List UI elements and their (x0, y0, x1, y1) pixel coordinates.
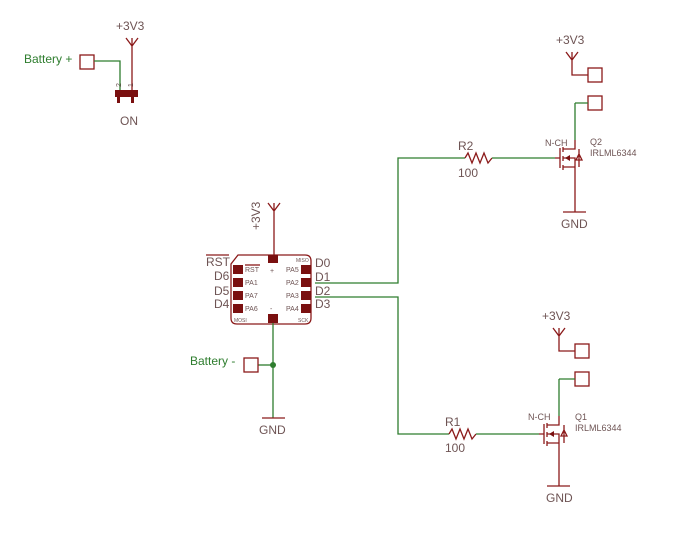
mcu-mosi-label: MOSI (234, 318, 247, 324)
q2-group: R2 100 +3V3 N-CH Q2 IRLML6344 GND (458, 33, 637, 231)
q1-group: R1 100 +3V3 N-CH Q1 IRLML6344 GND (445, 309, 622, 505)
power-switch-group: +3V3 Battery + 2 1 ON (24, 19, 145, 128)
mcu-sck-label: SCK (298, 318, 309, 324)
q1-name: Q1 (575, 412, 587, 422)
r2-resistor-icon (464, 151, 493, 165)
mcu-gnd-pad (268, 314, 278, 323)
net-d4: D4 (214, 297, 230, 311)
q1-drain-wire (558, 378, 575, 416)
mcu-pin-pa2: PA2 (286, 280, 299, 287)
mcu-miso-label: MISO (296, 258, 309, 264)
switch-pin1-label: 1 (128, 83, 135, 87)
q2-drain-wire (574, 102, 588, 140)
net-d0: D0 (315, 256, 331, 270)
q2-arrow-icon (565, 155, 570, 161)
switch-body (115, 90, 138, 97)
supply-label-q1: +3V3 (542, 309, 571, 323)
q2-gnd-label: GND (561, 217, 588, 231)
supply-label-q2: +3V3 (556, 33, 585, 47)
q1-mosfet-icon (539, 416, 560, 452)
mcu-pin-pa7: PA7 (245, 293, 258, 300)
mcu-group: +3V3 + - RST PA1 PA7 PA6 PA5 PA2 PA3 PA4… (206, 201, 331, 325)
mcu-pad-r4 (301, 304, 311, 313)
supply-label-top-left: +3V3 (116, 19, 145, 33)
mcu-pad-r3 (301, 291, 311, 300)
net-rst: RST (206, 255, 231, 269)
q2-mosfet-icon (555, 140, 576, 176)
q1-supply-arrow-icon (552, 327, 575, 352)
q1-drain-pad[interactable] (574, 371, 590, 387)
r1-resistor-icon (448, 427, 477, 441)
net-d3: D3 (315, 297, 331, 311)
mcu-vcc-pad (268, 255, 278, 263)
q1-part: IRLML6344 (575, 423, 622, 433)
junction-dot (270, 362, 276, 368)
supply-label-mcu: +3V3 (249, 201, 263, 230)
battery-minus-pad[interactable] (243, 357, 259, 373)
supply-arrow-icon (125, 37, 139, 90)
battery-plus-label: Battery + (24, 52, 72, 66)
mcu-pad-r1 (301, 265, 311, 274)
r2-value: 100 (458, 166, 478, 180)
r2-name: R2 (458, 139, 474, 153)
mcu-gnd-label: GND (259, 423, 286, 437)
mcu-pin-pa4: PA4 (286, 306, 299, 313)
mcu-pad-l3 (233, 291, 243, 300)
mcu-plus-label: + (270, 268, 274, 275)
q2-supply-pad[interactable] (587, 67, 603, 83)
switch-pin-2 (117, 97, 120, 103)
q2-drain-pad[interactable] (587, 95, 603, 111)
mcu-pin-rst: RST (245, 267, 260, 274)
mcu-pad-l4 (233, 304, 243, 313)
mcu-pin-pa6: PA6 (245, 306, 258, 313)
q1-type: N-CH (528, 412, 551, 422)
battery-minus-label: Battery - (190, 354, 235, 368)
r1-value: 100 (445, 441, 465, 455)
mcu-pad-l2 (233, 278, 243, 287)
switch-pin2-label: 2 (116, 83, 123, 87)
mcu-minus-label: - (270, 306, 273, 313)
wire-d2-r1 (315, 296, 449, 435)
r1-name: R1 (445, 415, 461, 429)
mcu-pad-l1 (233, 265, 243, 274)
q1-diode-icon (559, 425, 569, 443)
q1-arrow-icon (549, 431, 554, 437)
q2-supply-arrow-icon (565, 51, 588, 76)
mcu-pin-pa3: PA3 (286, 293, 299, 300)
switch-state-label: ON (120, 114, 138, 128)
mcu-supply-arrow-icon (267, 202, 281, 255)
mcu-ground-group: Battery - GND (190, 323, 286, 437)
net-d1: D1 (315, 270, 331, 284)
switch-pin-1 (131, 97, 134, 103)
mcu-pad-r2 (301, 278, 311, 287)
net-d6: D6 (214, 269, 230, 283)
battery-plus-pad[interactable] (79, 54, 95, 70)
mcu-outline (230, 254, 312, 325)
q1-supply-pad[interactable] (574, 343, 590, 359)
wire-d1-r2 (315, 157, 465, 284)
net-d2: D2 (315, 284, 331, 298)
net-d5: D5 (214, 284, 230, 298)
q2-diode-icon (574, 149, 584, 167)
q1-gnd-label: GND (546, 491, 573, 505)
mcu-pin-pa1: PA1 (245, 280, 258, 287)
mcu-pin-pa5: PA5 (286, 267, 299, 274)
q2-part: IRLML6344 (590, 148, 637, 158)
battery-plus-wire (94, 60, 121, 90)
q2-type: N-CH (545, 138, 568, 148)
q2-name: Q2 (590, 137, 602, 147)
